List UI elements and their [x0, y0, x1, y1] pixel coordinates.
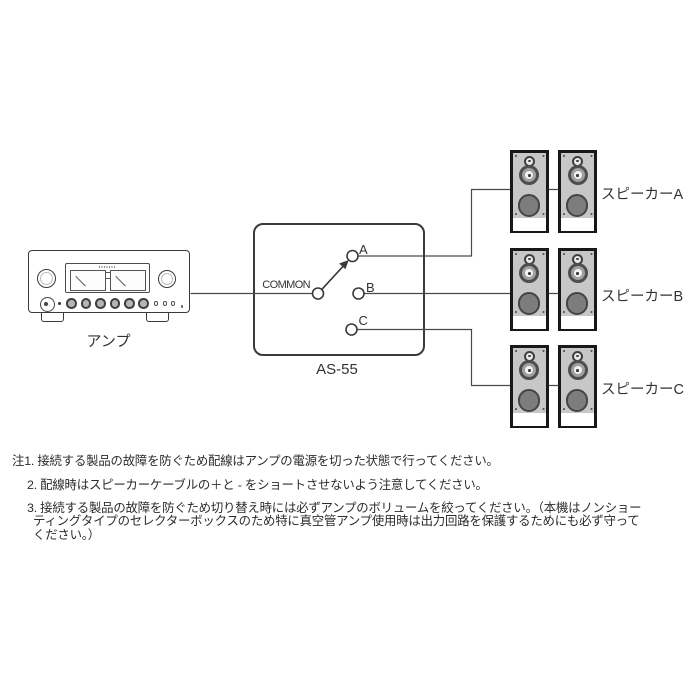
amplifier-button	[109, 298, 121, 309]
power-led	[57, 301, 61, 306]
speaker-plinth	[560, 218, 595, 231]
speaker-midrange	[519, 165, 540, 186]
note-line-1: 注1. 接続する製品の故障を防ぐため配線はアンプの電源を切った状態で行ってくださ…	[12, 454, 499, 468]
speaker-plinth	[560, 413, 595, 426]
amplifier-mark	[181, 305, 183, 308]
speaker-midrange	[567, 360, 588, 381]
amplifier-jack	[153, 301, 159, 306]
amplifier-label: アンプ	[86, 333, 131, 350]
speaker-baffle	[560, 347, 595, 413]
speaker-screws	[515, 253, 517, 255]
note-line-3: 3. 接続する製品の故障を防ぐため切り替え時には必ずアンプのボリュームを絞ってく…	[27, 500, 642, 515]
speaker-cabinet	[558, 345, 597, 428]
amplifier-knob	[37, 269, 56, 288]
speaker-woofer	[565, 389, 589, 412]
speaker-cabinet	[510, 150, 549, 233]
selector-model-label: AS-55	[316, 361, 358, 378]
speaker-screws	[515, 350, 517, 352]
vu-meter-left	[70, 270, 106, 291]
selector-box	[253, 222, 425, 356]
note-line-2: 2. 配線時はスピーカーケーブルの＋と - をショートさせないよう注意してくださ…	[27, 477, 488, 492]
terminal-label-c: C	[358, 313, 368, 328]
speaker-screws	[563, 350, 566, 352]
vu-meter-panel	[65, 263, 150, 293]
speaker-midrange	[567, 165, 588, 186]
speaker-group-label-b: スピーカーB	[601, 289, 684, 305]
speaker-plinth	[512, 316, 546, 329]
speaker-midrange	[519, 360, 540, 381]
speaker-baffle	[560, 152, 595, 218]
speaker-woofer	[565, 194, 589, 217]
speaker-baffle	[512, 347, 546, 413]
speaker-screws	[515, 155, 517, 157]
speaker-cabinet	[558, 150, 597, 233]
meter-needle	[75, 275, 87, 287]
speaker-plinth	[512, 413, 546, 426]
terminal-label-a: A	[359, 242, 368, 257]
common-terminal-label: COMMON	[262, 279, 310, 291]
amplifier-button	[124, 298, 135, 309]
amplifier-button	[95, 298, 106, 309]
speaker-woofer	[517, 292, 541, 315]
speaker-woofer	[517, 389, 541, 412]
speaker-baffle	[560, 250, 595, 316]
amplifier-button	[66, 298, 77, 309]
vu-meter-right	[110, 270, 146, 291]
amplifier-button	[80, 298, 92, 309]
amplifier-small-knob	[39, 297, 55, 312]
terminal-label-b: B	[366, 279, 375, 295]
amplifier-illustration	[28, 250, 190, 313]
speaker-woofer	[517, 194, 541, 217]
speaker-woofer	[565, 292, 589, 315]
speaker-cabinet	[510, 248, 549, 331]
amplifier-foot	[146, 313, 169, 322]
speaker-midrange	[567, 263, 588, 284]
speaker-baffle	[512, 152, 546, 218]
speaker-plinth	[560, 316, 595, 329]
note-line-4: ティングタイプのセレクターボックスのため特に真空管アンプ使用時は出力回路を保護す…	[33, 514, 640, 528]
speaker-baffle	[512, 250, 546, 316]
meter-needle	[115, 275, 127, 287]
speaker-cabinet	[558, 248, 597, 331]
speaker-cabinet	[510, 345, 549, 428]
speaker-plinth	[512, 218, 546, 231]
brand-logo	[99, 266, 115, 268]
speaker-screws	[563, 253, 566, 255]
speaker-group-label-a: スピーカーA	[601, 186, 684, 203]
speaker-screws	[563, 155, 566, 157]
amplifier-foot	[41, 313, 64, 322]
speaker-group-label-c: スピーカーC	[601, 382, 684, 398]
amplifier-knob	[158, 270, 176, 288]
amplifier-button	[138, 298, 149, 309]
amplifier-jack	[171, 301, 176, 306]
note-line-5: ください。）	[33, 527, 100, 542]
speaker-midrange	[519, 263, 540, 284]
amplifier-jack	[162, 301, 167, 306]
